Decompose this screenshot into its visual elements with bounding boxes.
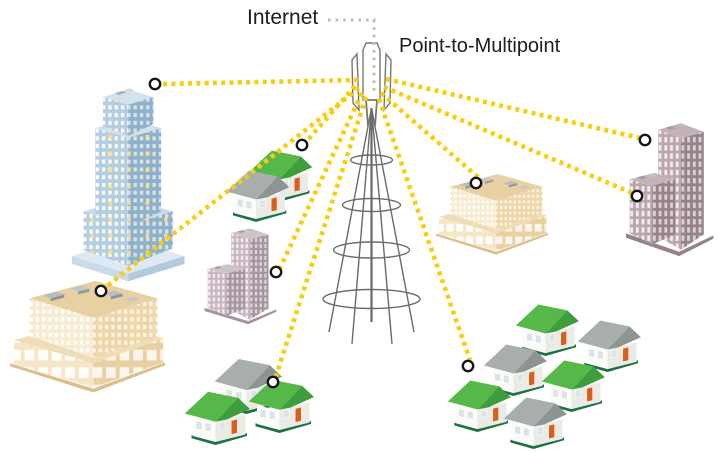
link-apartment-right-lower — [383, 84, 633, 196]
link-apartment-center — [277, 92, 365, 269]
tower-lattice — [322, 107, 421, 345]
internet-feed-line — [328, 18, 376, 95]
office-building-right — [436, 174, 548, 255]
receiver-node-office-right — [469, 176, 483, 190]
skyscraper-top-left — [71, 88, 185, 282]
radio-links — [105, 76, 641, 377]
receiver-node-houses-mid-left — [295, 138, 309, 152]
cell-tower — [322, 42, 421, 345]
receiver-node-skyscraper — [148, 77, 162, 91]
link-office-right — [379, 91, 481, 180]
receiver-node-apartment-right-upper — [638, 133, 652, 147]
receiver-node-office-left — [94, 284, 108, 298]
receiver-nodes — [94, 77, 652, 389]
receiver-node-houses-bottom-center — [266, 375, 280, 389]
link-skyscraper — [161, 77, 359, 87]
link-apartment-right-upper — [385, 76, 641, 141]
house-gray — [577, 320, 642, 372]
receiver-node-houses-bottom-right — [461, 359, 475, 373]
houses-bottom-center — [184, 358, 315, 445]
link-office-left — [105, 86, 361, 288]
receiver-node-apartment-right-lower — [630, 189, 644, 203]
office-building-bottom-left — [10, 280, 166, 393]
house-green — [515, 304, 580, 356]
apartment-building-center — [204, 228, 277, 325]
houses-mid-left — [226, 150, 313, 222]
apartment-building-right — [625, 123, 714, 257]
link-houses-bottom-center — [273, 96, 369, 377]
receiver-node-apartment-center — [269, 265, 283, 279]
internet-label: Internet — [247, 6, 319, 29]
houses-bottom-right — [447, 304, 642, 449]
point-to-multipoint-label: Point-to-Multipoint — [399, 35, 561, 57]
link-houses-mid-left — [304, 84, 357, 144]
